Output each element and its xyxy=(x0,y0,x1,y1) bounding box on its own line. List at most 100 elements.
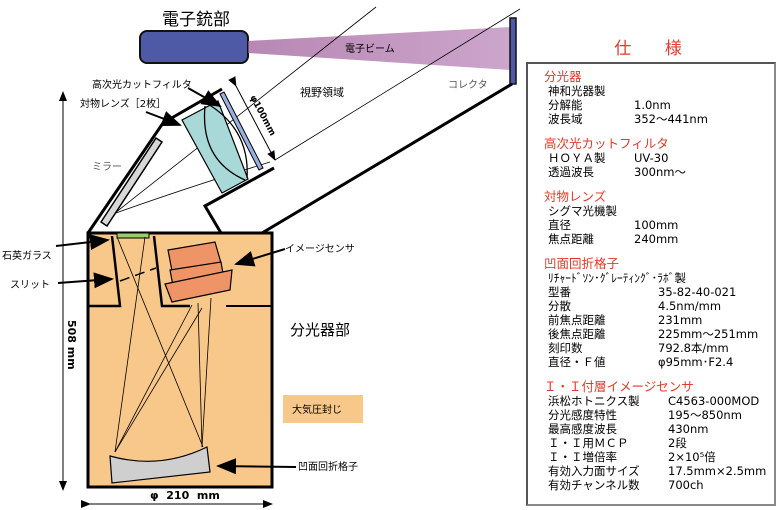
spec-row: Ｉ・Ｉ増倍率 2×10⁵倍 xyxy=(544,450,774,464)
spec-value: 1.0nm xyxy=(634,98,671,112)
spec-row: 分光感度特性 195～850nm xyxy=(544,408,774,422)
spec-row: 分散 4.5nm/mm xyxy=(544,299,774,313)
spec-value: UV-30 xyxy=(634,151,669,165)
height-dim: 508 mm xyxy=(65,320,78,370)
spec-key: 直径・Ｆ値 xyxy=(548,355,606,369)
spec-value: 792.8本/mm xyxy=(658,341,729,355)
objective-lens xyxy=(181,100,249,194)
spec-row: 焦点距離 240mm xyxy=(544,232,774,246)
light-rays xyxy=(114,236,212,453)
seal-label: 大気圧封じ xyxy=(292,403,342,416)
spec-key: 分散 xyxy=(548,299,571,313)
sensor-label: イメージセンサ xyxy=(285,243,355,255)
collector xyxy=(509,17,517,85)
slit xyxy=(119,267,157,282)
spec-value: 430nm xyxy=(668,422,709,436)
spec-key: 最高感度波長 xyxy=(548,422,617,436)
spec-key: 分解能 xyxy=(548,98,583,112)
lens-dim-line xyxy=(228,76,276,161)
spec-key: 神和光器製 xyxy=(548,84,606,98)
seal-box xyxy=(283,395,363,423)
spec-value: 240mm xyxy=(634,232,679,246)
spec-key: 前焦点距離 xyxy=(548,313,606,327)
quartz-glass xyxy=(116,232,150,239)
slit-wall-right xyxy=(152,235,190,308)
spec-row: シグマ光機製 xyxy=(544,204,774,218)
spec-value: 700ch xyxy=(668,478,704,492)
spec-value: 352～441nm xyxy=(634,112,708,126)
spec-value: 300nm～ xyxy=(634,165,686,179)
spec-row: 刻印数 792.8本/mm xyxy=(544,341,774,355)
spec-value: 35-82-40-021 xyxy=(658,285,737,299)
spec-row: 浜松ホトニクス製 C4563-000MOD xyxy=(544,394,774,408)
spec-key: Ｉ・Ｉ増倍率 xyxy=(548,450,617,464)
electron-beam xyxy=(248,27,511,70)
mirror-label: ミラー xyxy=(92,161,122,173)
spec-key: 焦点距離 xyxy=(548,232,594,246)
spec-group-header: 凹面回折格子 xyxy=(544,256,620,271)
electron-gun xyxy=(139,30,249,64)
spec-key: 直径 xyxy=(548,218,571,232)
spectrometer-label: 分光器部 xyxy=(290,321,350,339)
spec-row: 有効入力面サイズ 17.5mm×2.5mm xyxy=(544,464,774,478)
spec-key: ﾘﾁｬｰﾄﾞｿﾝ･ｸﾞﾚｰﾃｨﾝｸﾞ･ﾗﾎﾞ製 xyxy=(548,271,686,285)
beam-label: 電子ビーム xyxy=(345,43,395,55)
slit-wall-left xyxy=(88,235,122,308)
spec-row: Ｉ・Ｉ用ＭＣＰ 2段 xyxy=(544,436,774,450)
image-sensor xyxy=(164,241,233,303)
spec-value: φ95mm･F2.4 xyxy=(658,355,734,369)
spec-group-header: 高次光カットフィルタ xyxy=(544,136,669,151)
spec-group: 対物レンズシグマ光機製直径 100mm 焦点距離 240mm xyxy=(544,189,774,247)
spec-value: C4563-000MOD xyxy=(668,394,760,408)
spec-row: 直径・Ｆ値 φ95mm･F2.4 xyxy=(544,355,774,369)
concave-grating xyxy=(109,446,211,484)
spec-row: 有効チャンネル数 700ch xyxy=(544,478,774,492)
spec-key: Ｉ・Ｉ用ＭＣＰ xyxy=(548,436,629,450)
spec-value: 17.5mm×2.5mm xyxy=(668,464,767,478)
spec-group-header: 対物レンズ xyxy=(544,189,607,204)
housing-lower xyxy=(202,166,275,234)
spec-value: 2段 xyxy=(668,436,687,450)
field-label: 視野領域 xyxy=(300,85,344,99)
spec-key: 刻印数 xyxy=(548,341,583,355)
quartz-label: 石英ガラス xyxy=(2,249,52,262)
spec-key: 浜松ホトニクス製 xyxy=(548,394,640,408)
spec-key: 分光感度特性 xyxy=(548,408,617,422)
spec-group: 凹面回折格子ﾘﾁｬｰﾄﾞｿﾝ･ｸﾞﾚｰﾃｨﾝｸﾞ･ﾗﾎﾞ製型番 35-82-40-… xyxy=(544,256,774,370)
spec-key: 型番 xyxy=(548,285,571,299)
spec-value: 195～850nm xyxy=(668,408,742,422)
mirror xyxy=(99,136,164,228)
spec-row: 直径 100mm xyxy=(544,218,774,232)
spec-row: 神和光器製 xyxy=(544,84,774,98)
filter-label: 高次光カットフィルタ xyxy=(92,78,192,91)
housing-right xyxy=(261,82,513,235)
spec-group-header: 分光器 xyxy=(544,69,582,84)
spec-key: シグマ光機製 xyxy=(548,204,617,218)
quartz-arrow xyxy=(55,234,110,251)
spec-key: 有効入力面サイズ xyxy=(548,464,640,478)
grating-label: 凹面回折格子 xyxy=(298,460,358,473)
spec-value: 4.5nm/mm xyxy=(658,299,722,313)
spec-key: 有効チャンネル数 xyxy=(548,478,640,492)
spec-value: 2×10⁵倍 xyxy=(668,450,716,464)
spec-value: 100mm xyxy=(634,218,679,232)
spec-row: 最高感度波長 430nm xyxy=(544,422,774,436)
lens-label: 対物レンズ［2枚］ xyxy=(80,97,166,110)
filter-arrow xyxy=(187,87,222,107)
spec-key: 後焦点距離 xyxy=(548,327,606,341)
spec-group-header: Ｉ・Ｉ付層イメージセンサ xyxy=(544,379,694,394)
spec-value: 225mm～251mm xyxy=(658,327,759,341)
width-dim: φ 210 mm xyxy=(150,489,220,502)
slit-label: スリット xyxy=(10,280,50,291)
spec-title: 仕 様 xyxy=(614,39,696,59)
field-line xyxy=(274,8,521,161)
spec-group: Ｉ・Ｉ付層イメージセンサ浜松ホトニクス製 C4563-000MOD 分光感度特性 19… xyxy=(544,379,774,493)
grating-arrow xyxy=(216,458,297,475)
